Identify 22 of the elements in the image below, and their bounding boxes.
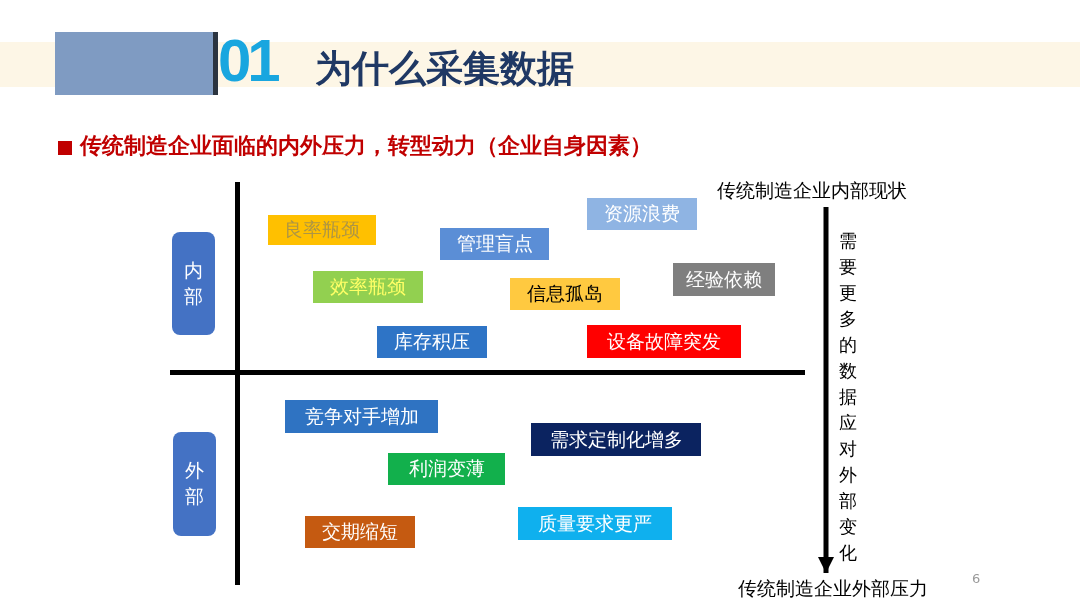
factor-tag: 库存积压 (377, 326, 487, 358)
page-number: 6 (972, 571, 981, 587)
factor-tag: 经验依赖 (673, 263, 775, 296)
factor-tag: 质量要求更严 (518, 507, 672, 540)
factor-tag: 资源浪费 (587, 198, 697, 230)
category-tab: 内部 (172, 232, 215, 335)
category-tab: 外部 (173, 432, 216, 536)
arrow (818, 207, 834, 573)
subtitle-text: 传统制造企业面临的内外压力，转型动力（企业自身因素） (80, 132, 652, 160)
factor-tag: 利润变薄 (388, 453, 505, 485)
factor-tag: 管理盲点 (440, 228, 549, 260)
factor-tag: 设备故障突发 (587, 325, 741, 358)
factor-tag: 效率瓶颈 (313, 271, 423, 303)
slide-title: 为什么采集数据 (315, 47, 574, 91)
axis-end-label: 传统制造企业内部现状 (708, 176, 916, 206)
axis-end-label: 传统制造企业外部压力 (730, 574, 936, 604)
factor-tag: 需求定制化增多 (531, 423, 701, 456)
factor-tag: 信息孤岛 (510, 278, 620, 310)
factor-tag: 良率瓶颈 (268, 215, 376, 245)
factor-tag: 交期缩短 (305, 516, 415, 548)
section-number: 01 (218, 30, 277, 92)
factor-tag: 竞争对手增加 (285, 400, 438, 433)
